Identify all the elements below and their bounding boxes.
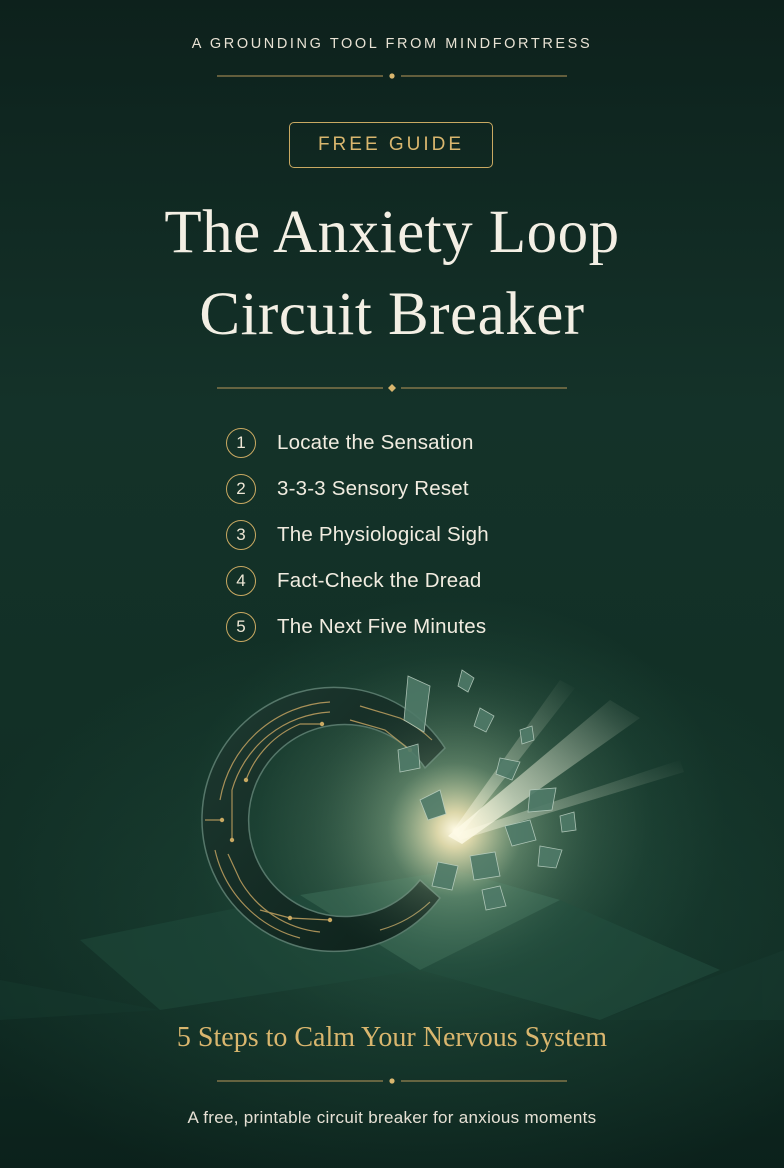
broken-circuit-loop-illustration [0, 669, 784, 1020]
title-line-1: The Anxiety Loop [164, 199, 620, 266]
top-divider [0, 70, 784, 82]
diamond-divider-icon [217, 384, 567, 392]
step-number-badge: 5 [226, 612, 256, 642]
step-number-badge: 4 [226, 566, 256, 596]
step-label: Locate the Sensation [277, 431, 474, 454]
step-label: 3-3-3 Sensory Reset [277, 477, 469, 500]
step-item: 5 The Next Five Minutes [222, 604, 642, 650]
step-label: The Physiological Sigh [277, 523, 489, 546]
step-item: 3 The Physiological Sigh [222, 512, 642, 558]
step-item: 1 Locate the Sensation [222, 420, 642, 466]
step-number-badge: 3 [226, 520, 256, 550]
bottom-divider [0, 1075, 784, 1087]
glass-shards [397, 669, 577, 911]
subtitle: 5 Steps to Calm Your Nervous System [176, 1022, 608, 1053]
tagline: A free, printable circuit breaker for an… [187, 1108, 597, 1127]
step-number-badge: 1 [226, 428, 256, 458]
page-title: The Anxiety Loop Circuit Breaker [0, 192, 784, 356]
eyebrow-text: A GROUNDING TOOL FROM MINDFORTRESS [191, 36, 593, 52]
free-guide-badge: FREE GUIDE [289, 122, 493, 168]
step-item: 4 Fact-Check the Dread [222, 558, 642, 604]
light-ray [448, 700, 640, 844]
steps-list: 1 Locate the Sensation 2 3-3-3 Sensory R… [222, 420, 642, 650]
step-number-badge: 2 [226, 474, 256, 504]
step-item: 2 3-3-3 Sensory Reset [222, 466, 642, 512]
diamond-divider-icon [217, 1078, 567, 1084]
step-label: The Next Five Minutes [277, 615, 487, 638]
title-line-2: Circuit Breaker [199, 281, 585, 348]
middle-divider [0, 382, 784, 394]
step-label: Fact-Check the Dread [277, 569, 482, 592]
diamond-divider-icon [217, 73, 567, 79]
